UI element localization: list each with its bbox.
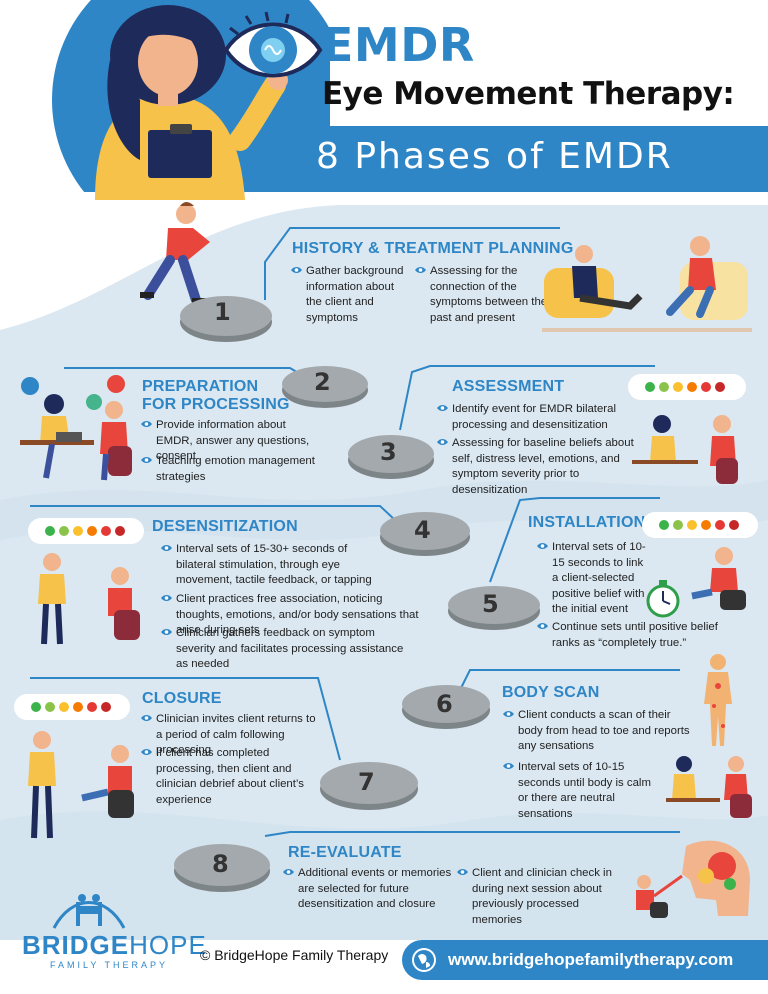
desensitization-illustration [28, 518, 144, 645]
stone-7 [320, 762, 418, 810]
copyright-text: © BridgeHope Family Therapy [200, 947, 389, 963]
eye-bullet-icon [503, 711, 514, 717]
eye-bullet-icon [161, 545, 172, 551]
website-link[interactable]: www.bridgehopefamilytherapy.com [448, 950, 734, 969]
stone-4 [380, 512, 470, 556]
brand-name: BRIDGEHOPE [22, 930, 207, 960]
page-subtitle: Eye Movement Therapy: [322, 76, 735, 112]
phase-3-bullet-2: Assessing for baseline beliefs about sel… [437, 436, 636, 498]
desk-conversation-illustration [20, 375, 132, 481]
title-banner-text: 8 Phases of EMDR [316, 136, 673, 177]
eye-bullet-icon [437, 405, 448, 411]
stopwatch-icon [646, 580, 680, 618]
phase-3-bullet-1: Identify event for EMDR bilateral proces… [437, 402, 622, 433]
phase-6-bullet-2: Interval sets of 10-15 seconds until bod… [503, 760, 658, 822]
stone-6 [402, 685, 490, 729]
phase-4-number: 4 [414, 516, 431, 544]
brand-tagline: FAMILY THERAPY [50, 960, 169, 970]
phase-6-number: 6 [436, 690, 453, 718]
closure-illustration [14, 694, 134, 839]
eye-bullet-icon [141, 457, 152, 463]
phase-4-bullet-2: Client practices free association, notic… [161, 592, 428, 639]
eye-bullet-icon [291, 267, 302, 273]
phase-2-bullet-2: Teaching emotion management strategies [141, 454, 316, 485]
phase-3-title: ASSESSMENT [452, 378, 565, 395]
therapy-session-illustration [542, 236, 752, 332]
eye-bullet-icon [283, 869, 294, 875]
body-scan-figure-icon [694, 646, 742, 756]
stone-1 [180, 296, 272, 342]
phase-7-number: 7 [358, 768, 375, 796]
phase-8-bullet-1: Additional events or memories are select… [283, 866, 454, 913]
phase-4-bullet-1: Interval sets of 15-30+ seconds of bilat… [161, 542, 376, 589]
eye-bullet-icon [415, 267, 426, 273]
phase-2-bullet-1: Provide information about EMDR, answer a… [141, 418, 316, 465]
phase-2-number: 2 [314, 368, 331, 396]
phase-8-number: 8 [212, 850, 229, 878]
phase-1-title: HISTORY & TREATMENT PLANNING [292, 240, 574, 257]
phase-1-bullet-2: Assessing for the connection of the symp… [415, 264, 548, 326]
phase-8-bullet-2: Client and clinician check in during nex… [457, 866, 628, 928]
phase-1-number: 1 [214, 298, 231, 326]
eye-bullet-icon [457, 869, 468, 875]
stone-3 [348, 435, 434, 479]
eye-bullet-icon [161, 595, 172, 601]
body-scan-desk-illustration [666, 756, 752, 818]
assessment-illustration [628, 374, 746, 484]
reevaluate-illustration [636, 840, 750, 918]
bridgehope-logo-icon [52, 894, 126, 929]
phase-7-bullet-2: If client has completed processing, then… [141, 746, 328, 808]
eye-bullet-icon [537, 623, 548, 629]
eye-bullet-icon [503, 763, 514, 769]
eye-bullet-icon [437, 439, 448, 445]
eye-bullet-icon [141, 715, 152, 721]
eye-bullet-icon [537, 543, 548, 549]
stone-5 [448, 586, 540, 630]
title-banner: 8 Phases of EMDR [288, 126, 768, 192]
globe-icon [412, 948, 436, 972]
phase-6-title: BODY SCAN [502, 684, 600, 701]
eye-bullet-icon [161, 629, 172, 635]
eye-bullet-icon [141, 421, 152, 427]
stone-2 [282, 366, 368, 408]
phase-2-title: PREPARATION FOR PROCESSING [142, 378, 290, 413]
phase-5-bullet-2: Continue sets until positive belief rank… [537, 620, 738, 651]
website-bar [402, 940, 768, 980]
stone-8 [174, 844, 270, 892]
phase-6-bullet-1: Client conducts a scan of their body fro… [503, 708, 690, 755]
phase-8-title: RE-EVALUATE [288, 844, 402, 861]
phase-7-bullet-1: Clinician invites client returns to a pe… [141, 712, 324, 759]
phase-1-bullet-1: Gather background information about the … [291, 264, 410, 326]
phase-4-bullet-3: Clinician gathers feedback on symptom se… [161, 626, 416, 673]
phase-3-number: 3 [380, 438, 397, 466]
phase-5-title: INSTALLATION [528, 514, 646, 531]
phase-7-title: CLOSURE [142, 690, 222, 707]
phase-5-number: 5 [482, 590, 499, 618]
phase-5-bullet-1: Interval sets of 10-15 seconds to link a… [537, 540, 648, 618]
page-title: EMDR [322, 18, 475, 72]
eye-brain-icon [223, 11, 323, 78]
eye-bullet-icon [141, 749, 152, 755]
installation-illustration [642, 512, 758, 610]
phase-4-title: DESENSITIZATION [152, 518, 298, 535]
